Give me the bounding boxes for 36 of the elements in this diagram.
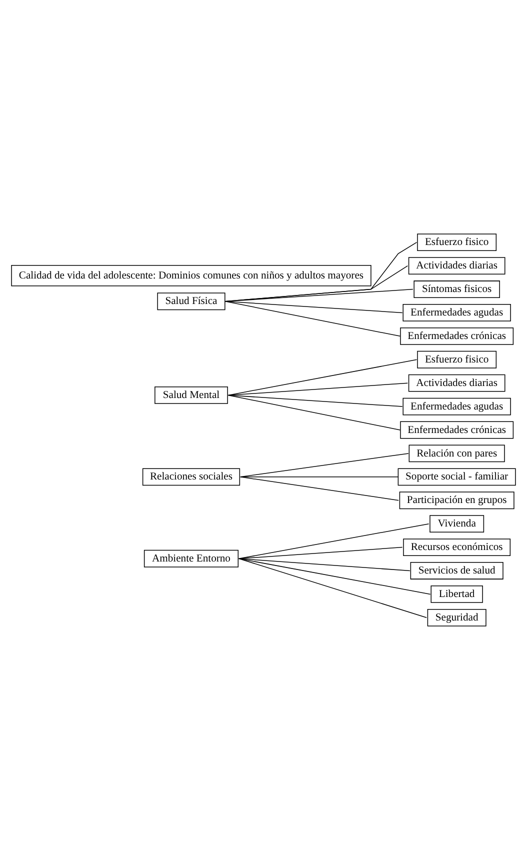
node-box: Calidad de vida del adolescente: Dominios comunes con niños y adultos mayores xyxy=(11,265,372,286)
node-box: Ambiente Entorno xyxy=(144,550,239,568)
connector xyxy=(228,394,400,430)
node-box: Síntomas fisicos xyxy=(414,280,500,298)
node-box: Soporte social - familiar xyxy=(398,468,516,486)
node-box: Esfuerzo fisico xyxy=(417,350,497,368)
node-box: Participación en grupos xyxy=(399,492,514,510)
node-box: Servicios de salud xyxy=(410,562,504,580)
connector xyxy=(238,546,403,559)
connector xyxy=(238,523,430,559)
connector xyxy=(238,558,410,572)
node-box: Esfuerzo fisico xyxy=(417,234,497,252)
node-box: Vivienda xyxy=(430,515,484,533)
connector xyxy=(224,301,400,337)
node-box: Salud Mental xyxy=(154,386,228,404)
node-box: Libertad xyxy=(430,586,483,603)
connector xyxy=(240,476,399,501)
connector xyxy=(240,453,409,478)
node-box: Enfermedades crónicas xyxy=(400,327,514,345)
node-box: Salud Física xyxy=(157,292,226,310)
node-box: Relación con pares xyxy=(408,444,505,462)
connector xyxy=(224,301,403,314)
connector xyxy=(238,558,431,595)
node-box: Seguridad xyxy=(427,608,486,626)
node-box: Actividades diarias xyxy=(408,374,506,392)
node-box: Enfermedades agudas xyxy=(402,398,511,416)
connector xyxy=(228,359,418,396)
connector xyxy=(240,476,399,478)
node-box: Relaciones sociales xyxy=(142,468,240,486)
node-box: Enfermedades crónicas xyxy=(400,421,514,439)
node-box: Recursos económicos xyxy=(403,538,511,556)
node-box: Enfermedades agudas xyxy=(402,304,511,322)
connector xyxy=(238,558,427,618)
connector xyxy=(228,394,403,407)
connector xyxy=(228,382,408,396)
node-box: Actividades diarias xyxy=(408,257,506,274)
